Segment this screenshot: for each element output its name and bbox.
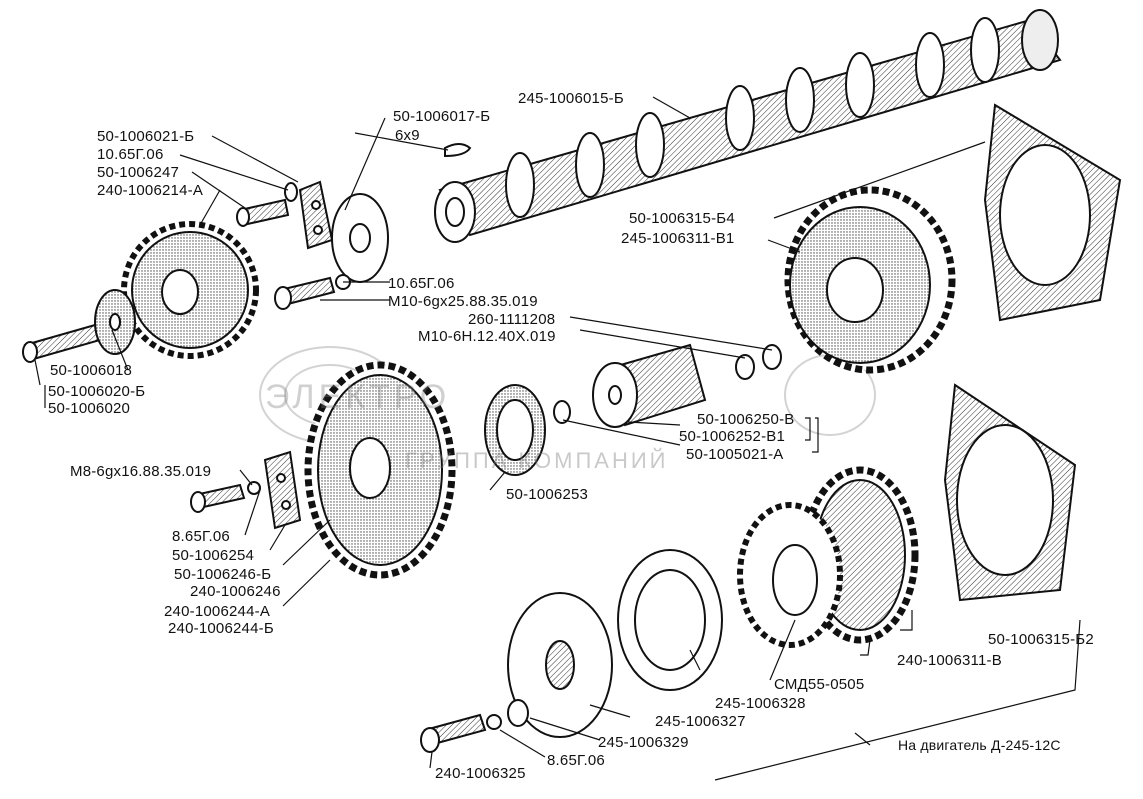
- part-label: 50-1006315-Б2: [988, 631, 1094, 648]
- part-label: 10.65Г.06: [97, 146, 164, 163]
- part-label: 50-1006252-В1: [679, 428, 786, 445]
- bolt-50-1006247: [236, 182, 298, 227]
- part-label: 50-1006253: [506, 486, 589, 503]
- part-label: 50-1006247: [97, 164, 180, 181]
- part-label: 240-1006325: [435, 765, 526, 782]
- part-label: 8.65Г.06: [547, 752, 605, 769]
- part-label: 260-1111208: [468, 311, 556, 328]
- part-label: M10-6gx25.88.35.019: [388, 293, 538, 310]
- part-label: M8-6gx16.88.35.019: [70, 463, 212, 480]
- part-label: 240-1006244-Б: [168, 620, 274, 637]
- part-label: 6х9: [395, 127, 420, 144]
- gasket-50-1006315-B4: [983, 103, 1122, 322]
- axle-50-1006250: [592, 343, 707, 428]
- flange-245-1006327: [507, 592, 613, 738]
- part-label: 240-1006214-А: [97, 182, 204, 199]
- camshaft-gear-right: [784, 186, 956, 374]
- part-label: 50-1006020-Б: [48, 383, 146, 400]
- camshaft-gear-upper-left: [121, 221, 259, 359]
- bolt-m10-25: [274, 274, 351, 310]
- part-label: 50-1006018: [50, 362, 133, 379]
- camshaft: [434, 9, 1062, 243]
- thrust-washer-50-1006017: [331, 193, 389, 283]
- part-label: 240-1006244-А: [164, 603, 271, 620]
- part-label: 245-1006327: [655, 713, 746, 730]
- part-label: 50-1006020: [48, 400, 131, 417]
- part-label: 50-1006315-Б4: [629, 210, 735, 227]
- watermark-brand: ЭЛЕКТРО: [265, 378, 451, 416]
- leader-lines: [34, 96, 1081, 781]
- plate-50-1006254: [263, 450, 302, 530]
- part-label: 50-1006250-В: [697, 411, 795, 428]
- gasket-50-1006315-B2: [943, 383, 1077, 602]
- key-6x9: [444, 143, 472, 158]
- hub-smd55: [737, 502, 843, 648]
- intermediate-gear: [304, 361, 456, 579]
- bolt-m8: [190, 481, 261, 513]
- part-label: M10-6H.12.40X.019: [418, 328, 556, 345]
- bolt-50-1006020: [22, 323, 102, 363]
- ring-245-1006328: [617, 549, 723, 691]
- part-label: 245-1006311-В1: [621, 230, 735, 247]
- part-label: 50-1006254: [172, 547, 255, 564]
- part-label: 8.65Г.06: [172, 528, 230, 545]
- washer-50-1006253: [484, 384, 546, 476]
- part-label: 50-1006021-Б: [97, 128, 195, 145]
- part-label: 245-1006329: [598, 734, 689, 751]
- nut-m10: [735, 344, 782, 380]
- watermark-subtitle: ГРУППА КОМПАНИЙ: [405, 448, 669, 473]
- part-label: 50-1006246-Б: [174, 566, 272, 583]
- part-label: 245-1006328: [715, 695, 806, 712]
- part-label: 240-1006311-В: [897, 652, 1002, 669]
- part-label: 10.65Г.06: [388, 275, 455, 292]
- part-label: 245-1006015-Б: [518, 90, 624, 107]
- plate-50-1006021: [298, 180, 334, 250]
- engine-note: На двигатель Д-245-12С: [898, 737, 1061, 753]
- part-label: 50-1005021-А: [686, 446, 784, 463]
- washer-50-1006018: [94, 289, 136, 355]
- bushing-nut: [553, 400, 571, 424]
- bolt-240-1006325: [420, 699, 529, 753]
- part-label: 240-1006246: [190, 583, 281, 600]
- part-label: 50-1006017-Б: [393, 108, 491, 125]
- part-label: СМД55-0505: [774, 676, 865, 693]
